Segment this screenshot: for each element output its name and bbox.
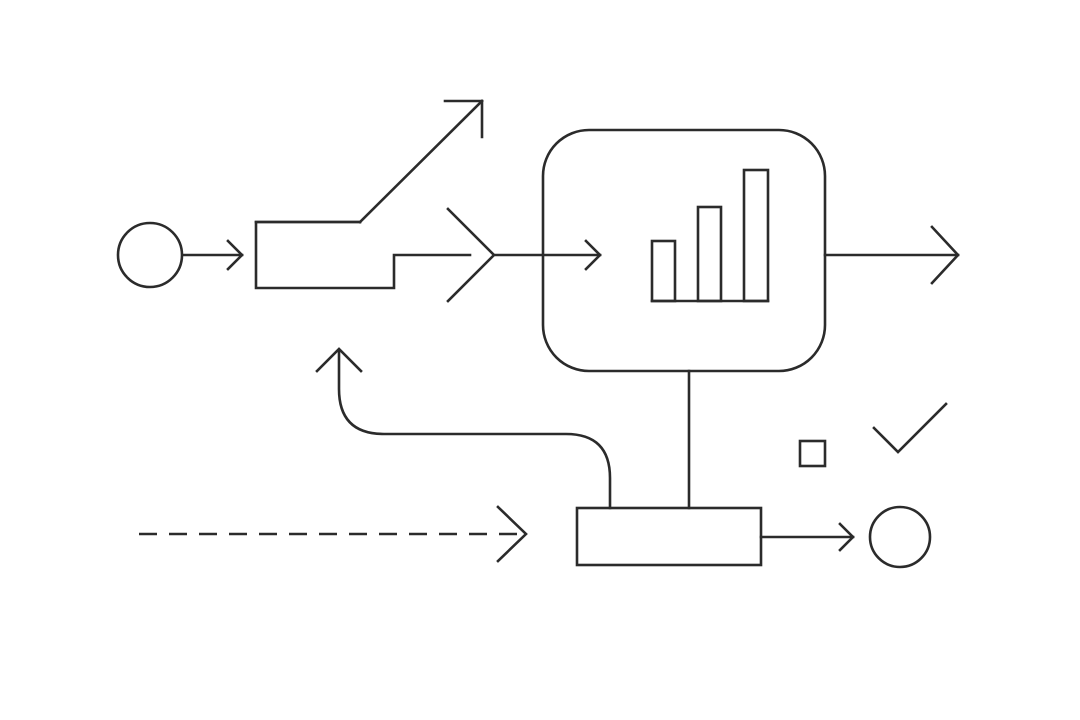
check-icon: [872, 402, 948, 454]
arrow-source-to-input: [181, 239, 244, 271]
chart-bar-1: [650, 239, 677, 303]
process-box: [541, 128, 827, 373]
output-rect: [575, 506, 763, 567]
chart-bar-2: [696, 205, 723, 303]
bar-chart-icon: [650, 168, 770, 303]
arrow-feedback-curve: [315, 347, 612, 510]
arrow-dashed-input: [139, 505, 528, 563]
input-shape: [254, 220, 472, 290]
arrow-process-output: [823, 225, 960, 285]
arrow-into-process: [492, 239, 602, 271]
source-circle: [116, 221, 184, 289]
arrow-rect-to-end: [759, 522, 855, 552]
chart-bar-3: [742, 168, 770, 303]
arrow-diagonal-up: [358, 99, 484, 224]
end-circle: [868, 505, 932, 569]
small-square: [798, 439, 827, 468]
